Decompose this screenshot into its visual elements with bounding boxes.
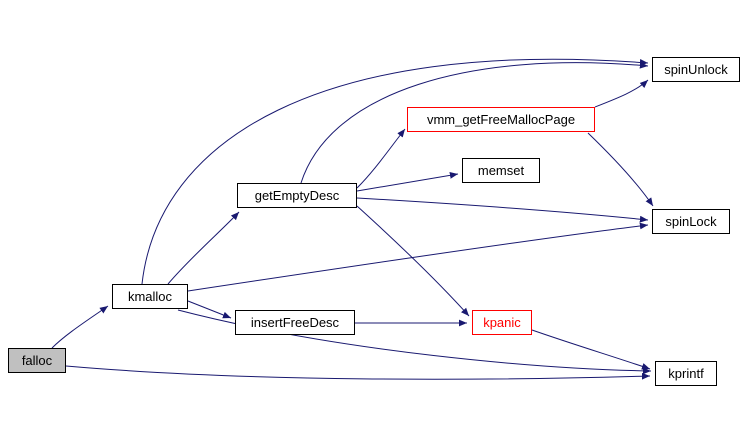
edge-kpanic-to-kprintf bbox=[531, 329, 651, 370]
edge-kmalloc-to-insertFreeDesc bbox=[187, 300, 232, 319]
edge-getEmptyDesc-to-spinLock bbox=[356, 197, 649, 223]
node-spinLock[interactable]: spinLock bbox=[652, 209, 730, 234]
node-kmalloc[interactable]: kmalloc bbox=[112, 284, 188, 309]
edge-getEmptyDesc-to-memset bbox=[356, 171, 459, 192]
edge-kmalloc-to-getEmptyDesc bbox=[167, 211, 240, 285]
edge-kmalloc-to-spinLock bbox=[187, 222, 649, 292]
edge-getEmptyDesc-to-spinUnlock bbox=[300, 61, 649, 184]
node-vmm_getFreeMallocPage[interactable]: vmm_getFreeMallocPage bbox=[407, 107, 595, 132]
node-spinUnlock[interactable]: spinUnlock bbox=[652, 57, 740, 82]
edge-vmm_getFreeMallocPage-to-spinUnlock bbox=[594, 79, 649, 108]
edge-kmalloc-to-spinUnlock bbox=[141, 58, 649, 285]
edge-falloc-to-kmalloc bbox=[51, 305, 109, 349]
edge-vmm_getFreeMallocPage-to-spinLock bbox=[587, 132, 654, 207]
node-insertFreeDesc[interactable]: insertFreeDesc bbox=[235, 310, 355, 335]
node-kpanic[interactable]: kpanic bbox=[472, 310, 532, 335]
node-falloc: falloc bbox=[8, 348, 66, 373]
edge-getEmptyDesc-to-vmm_getFreeMallocPage bbox=[356, 128, 406, 189]
node-kprintf[interactable]: kprintf bbox=[655, 361, 717, 386]
node-getEmptyDesc[interactable]: getEmptyDesc bbox=[237, 183, 357, 208]
node-memset[interactable]: memset bbox=[462, 158, 540, 183]
edge-falloc-to-kprintf bbox=[65, 365, 651, 380]
edge-getEmptyDesc-to-kpanic bbox=[356, 205, 470, 317]
